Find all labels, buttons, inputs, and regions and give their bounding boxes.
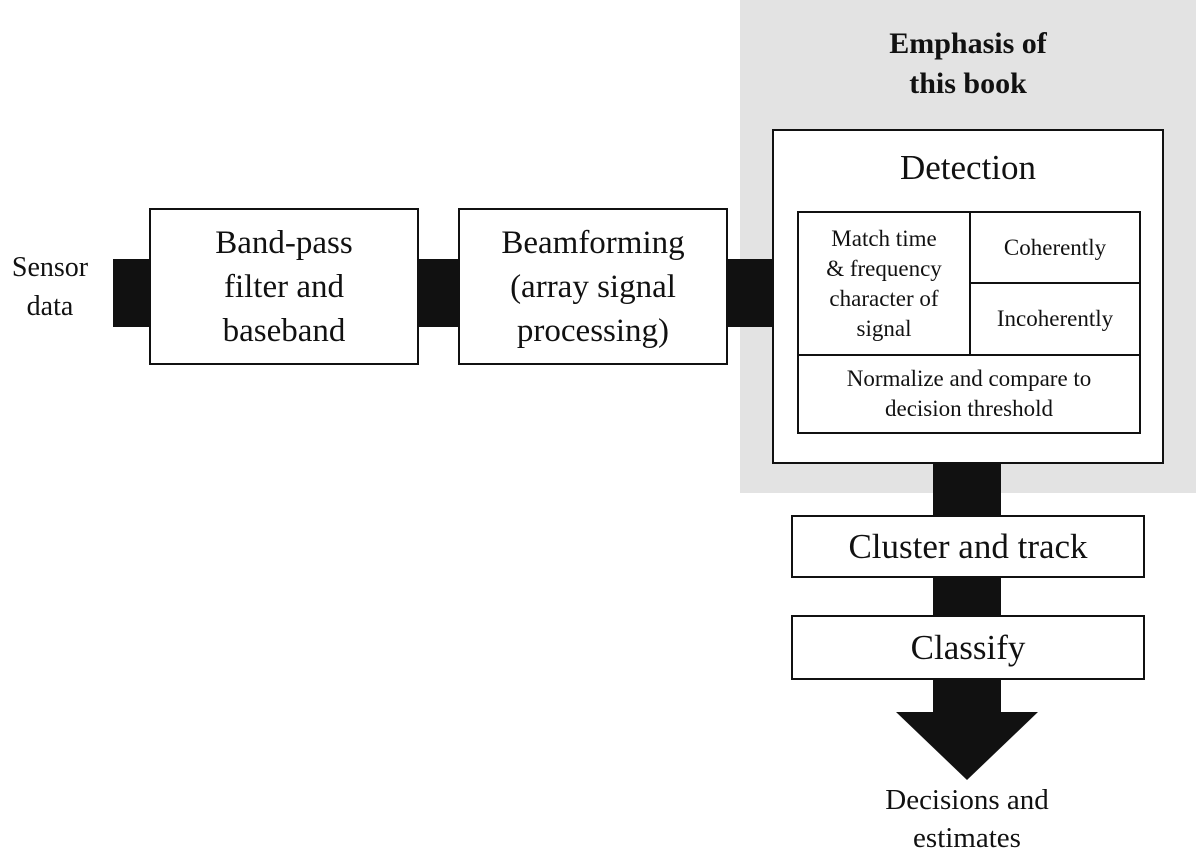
match-time-frequency-cell: Match time & frequency character of sign… [799, 213, 971, 356]
detection-box: Detection Match time & frequency charact… [772, 129, 1164, 464]
cluster-track-box: Cluster and track [791, 515, 1145, 578]
detection-title: Detection [899, 148, 1037, 187]
connector-classify-output [933, 678, 1001, 714]
normalize-compare-cell: Normalize and compare to decision thresh… [846, 366, 1092, 421]
connector-cluster-classify [933, 575, 1001, 619]
connector-detection-cluster [933, 462, 1001, 518]
detection-inner-grid: Match time & frequency character of sign… [797, 211, 1141, 434]
emphasis-label: Emphasis of this book [889, 27, 1047, 100]
incoherently-cell: Incoherently [971, 284, 1139, 356]
beamforming-box: Beamforming (array signal processing) [458, 208, 728, 365]
sensor-data-label: Sensor data [11, 252, 89, 322]
classify-box: Classify [791, 615, 1145, 680]
output-arrowhead [896, 712, 1038, 780]
connector-beamforming-detection [726, 259, 774, 327]
bandpass-filter-box: Band-pass filter and baseband [149, 208, 419, 365]
decisions-estimates-label: Decisions and estimates [885, 784, 1049, 854]
connector-bandpass-beamforming [417, 259, 461, 327]
connector-sensor-bandpass [113, 259, 153, 327]
coherently-cell: Coherently [971, 213, 1139, 284]
